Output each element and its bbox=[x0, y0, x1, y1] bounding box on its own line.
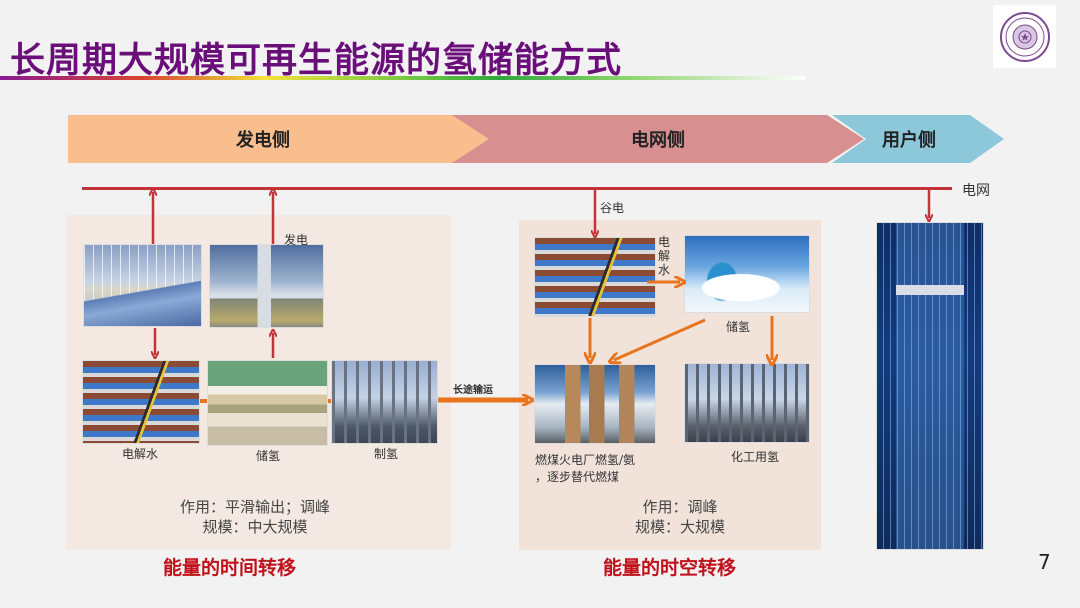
university-logo bbox=[993, 5, 1056, 68]
grid-label: 电网 bbox=[962, 183, 990, 199]
coal-plant-label-2: ，逐步替代燃煤 bbox=[535, 470, 620, 484]
power-grid-line bbox=[82, 187, 952, 190]
function-text: 作用：平滑输出；调峰 bbox=[179, 498, 330, 516]
chevron-label: 用户侧 bbox=[882, 130, 936, 151]
time-shift-heading: 能量的时间转移 bbox=[163, 557, 297, 579]
scale-text: 规模：中大规模 bbox=[202, 518, 308, 536]
chevron-label: 电网侧 bbox=[631, 130, 685, 151]
title-gradient-underline bbox=[0, 76, 805, 80]
power-gen-label: 发电 bbox=[284, 233, 309, 247]
long-distance-transport-label: 长途输运 bbox=[453, 385, 493, 396]
chemical-label: 化工用氢 bbox=[731, 450, 780, 464]
grid-electrolysis-label: 电解水 bbox=[658, 235, 671, 277]
generation-summary: 作用：平滑输出；调峰 规模：中大规模 bbox=[140, 497, 370, 537]
geological-storage-image bbox=[207, 360, 328, 446]
coal-power-plant-image bbox=[534, 364, 656, 444]
chemical-plant-image bbox=[684, 363, 810, 443]
grid-summary: 作用：调峰 规模：大规模 bbox=[570, 497, 790, 537]
coal-plant-label: 燃煤火电厂燃氢/氨 bbox=[535, 453, 636, 467]
page-number: 7 bbox=[1038, 550, 1051, 574]
hydrogen-plant-image bbox=[331, 360, 438, 444]
valley-power-label: 谷电 bbox=[600, 201, 625, 215]
electrolysis-label: 电解水 bbox=[122, 447, 159, 461]
building-crown bbox=[896, 285, 964, 295]
chevron-label: 发电侧 bbox=[236, 130, 290, 151]
scale-text: 规模：大规模 bbox=[634, 518, 725, 536]
skyscraper-image bbox=[876, 222, 984, 550]
electrolyzer-image bbox=[82, 360, 200, 444]
slide-title: 长周期大规模可再生能源的氢储能方式 bbox=[10, 41, 623, 81]
gas-turbine-image bbox=[209, 244, 324, 328]
wind-solar-farm-image bbox=[83, 244, 202, 327]
hydrogen-tank-image bbox=[684, 235, 810, 313]
h2-production-label: 制氢 bbox=[374, 447, 399, 461]
chevron-generation-side: 发电侧 bbox=[68, 115, 498, 163]
chevron-grid-side: 电网侧 bbox=[452, 115, 864, 163]
function-text: 作用：调峰 bbox=[642, 498, 718, 516]
seal-icon bbox=[999, 11, 1050, 62]
grid-electrolyzer-image bbox=[534, 237, 656, 317]
storage-label: 储氢 bbox=[256, 449, 281, 463]
space-time-shift-heading: 能量的时空转移 bbox=[603, 557, 737, 579]
grid-storage-label: 储氢 bbox=[726, 320, 751, 334]
